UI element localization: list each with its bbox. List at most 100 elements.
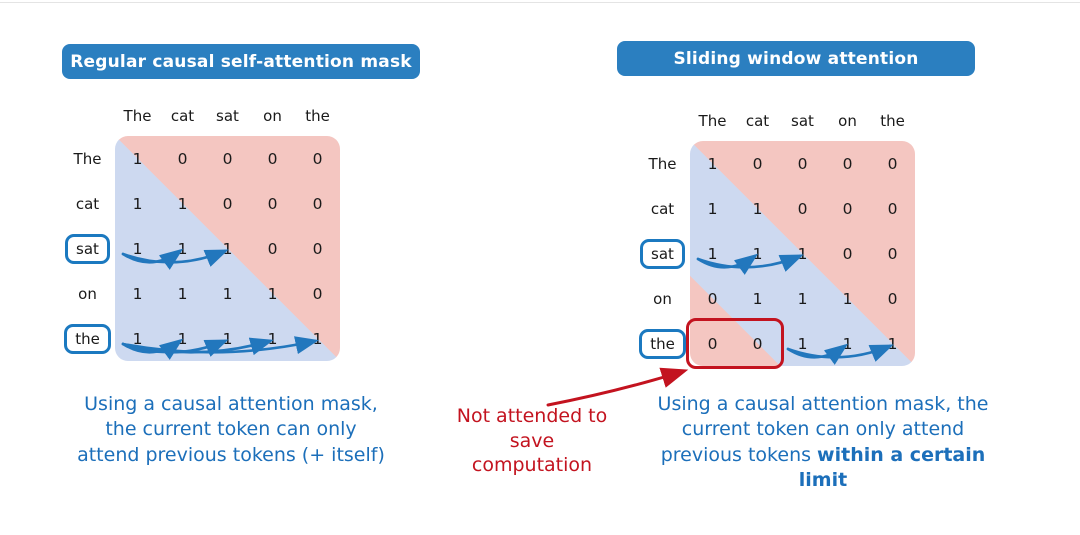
right-caption-bold-text: within a certain limit — [798, 443, 986, 492]
right-caption: Using a causal attention mask, the curre… — [653, 392, 993, 494]
mask-cell: 1 — [735, 186, 780, 231]
mask-cell: 1 — [205, 226, 250, 271]
mask-cell: 1 — [115, 271, 160, 316]
row-token-label: sat — [640, 238, 685, 269]
col-token-label: cat — [170, 107, 195, 125]
col-token-label: on — [263, 107, 282, 125]
mask-cell: 0 — [250, 181, 295, 226]
row-token-label: sat — [65, 233, 110, 264]
col-token-label: the — [880, 112, 905, 130]
row-token: The — [60, 136, 115, 181]
mask-cell: 0 — [870, 276, 915, 321]
mask-cell: 1 — [205, 271, 250, 316]
mask-cell: 0 — [205, 181, 250, 226]
mask-cell: 1 — [780, 276, 825, 321]
annotation-text: Not attended to save computation — [456, 405, 608, 477]
mask-cell: 0 — [870, 186, 915, 231]
right-caption-text: Using a causal attention mask, the curre… — [657, 393, 989, 466]
col-token-label: cat — [745, 112, 770, 130]
mask-cell: 0 — [825, 231, 870, 276]
mask-cell: 1 — [825, 321, 870, 366]
col-token-label: sat — [791, 112, 814, 130]
mask-cell: 1 — [690, 141, 735, 186]
mask-cell: 0 — [160, 136, 205, 181]
boxed-row-token: sat — [635, 231, 690, 276]
mask-cell: 0 — [295, 271, 340, 316]
mask-cell: 0 — [690, 321, 735, 366]
row-token-label: cat — [75, 194, 100, 213]
mask-cell: 0 — [295, 226, 340, 271]
row-token: cat — [60, 181, 115, 226]
row-token-label: on — [78, 284, 97, 303]
mask-cell: 1 — [250, 271, 295, 316]
row-token-label: The — [73, 149, 102, 168]
row-token-label: on — [653, 289, 672, 308]
mask-cell: 0 — [780, 141, 825, 186]
mask-cell: 1 — [160, 316, 205, 361]
mask-cell: 1 — [115, 181, 160, 226]
col-token-label: sat — [216, 107, 239, 125]
left-caption-text: Using a causal attention mask, the curre… — [77, 393, 385, 466]
right-title: Sliding window attention — [673, 48, 919, 69]
right-title-banner: Sliding window attention — [617, 41, 975, 76]
col-token-label: on — [838, 112, 857, 130]
top-border-line — [0, 2, 1080, 3]
mask-cell: 0 — [690, 276, 735, 321]
col-token-label: the — [305, 107, 330, 125]
left-title: Regular causal self-attention mask — [70, 51, 412, 72]
row-token: The — [635, 141, 690, 186]
mask-cell: 0 — [825, 186, 870, 231]
mask-cell: 1 — [160, 181, 205, 226]
mask-cell: 0 — [870, 231, 915, 276]
mask-cell: 1 — [295, 316, 340, 361]
row-token: on — [60, 271, 115, 316]
mask-cell: 0 — [735, 141, 780, 186]
boxed-row-token: sat — [60, 226, 115, 271]
mask-cell: 1 — [160, 271, 205, 316]
mask-cell: 0 — [250, 226, 295, 271]
mask-cell: 1 — [250, 316, 295, 361]
boxed-row-token: the — [635, 321, 690, 366]
mask-cell: 1 — [115, 136, 160, 181]
row-token: on — [635, 276, 690, 321]
mask-cell: 0 — [825, 141, 870, 186]
mask-cell: 1 — [160, 226, 205, 271]
left-title-banner: Regular causal self-attention mask — [62, 44, 420, 79]
mask-cell: 0 — [205, 136, 250, 181]
row-token: cat — [635, 186, 690, 231]
left-caption: Using a causal attention mask, the curre… — [75, 392, 387, 468]
mask-cell: 1 — [870, 321, 915, 366]
mask-cell: 0 — [870, 141, 915, 186]
row-token-label: The — [648, 154, 677, 173]
mask-cell: 1 — [690, 231, 735, 276]
row-token-label: the — [639, 328, 686, 359]
mask-cell: 0 — [295, 136, 340, 181]
mask-cell: 1 — [115, 226, 160, 271]
mask-cell: 0 — [735, 321, 780, 366]
mask-cell: 1 — [735, 231, 780, 276]
mask-cell: 1 — [735, 276, 780, 321]
boxed-row-token: the — [60, 316, 115, 361]
mask-cell: 0 — [780, 186, 825, 231]
not-attended-annotation: Not attended to save computation — [452, 404, 612, 478]
left-row-labels: The cat sat on the — [60, 136, 115, 361]
mask-cell: 1 — [115, 316, 160, 361]
col-token-label: The — [698, 112, 727, 130]
row-token-label: cat — [650, 199, 675, 218]
mask-cell: 0 — [250, 136, 295, 181]
mask-cell: 1 — [780, 231, 825, 276]
col-token-label: The — [123, 107, 152, 125]
row-token-label: the — [64, 323, 111, 354]
mask-cell: 1 — [690, 186, 735, 231]
mask-cell: 0 — [295, 181, 340, 226]
mask-cell: 1 — [825, 276, 870, 321]
mask-cell: 1 — [205, 316, 250, 361]
mask-cell: 1 — [780, 321, 825, 366]
